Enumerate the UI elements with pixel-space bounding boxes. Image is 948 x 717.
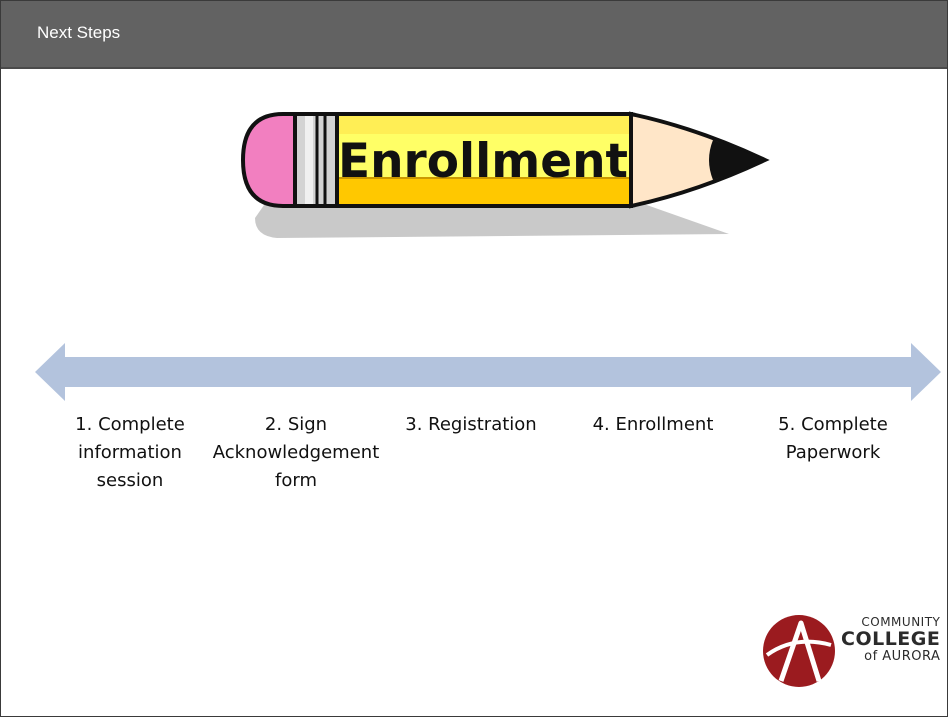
step-3-label: 3. Registration (405, 414, 537, 435)
pencil-graphic: Enrollment (240, 111, 770, 238)
pencil-label: Enrollment (338, 134, 628, 189)
step-1-label: 1. Complete information session (75, 414, 185, 491)
header-bar: Next Steps (1, 1, 947, 69)
logo-line-aurora: of AURORA (864, 649, 941, 664)
step-2-label: 2. Sign Acknowledgement form (212, 414, 380, 491)
logo-line-college: COLLEGE (841, 628, 941, 650)
timeline-arrow (35, 343, 941, 401)
logo-text: COMMUNITY COLLEGE of AURORA (841, 615, 940, 665)
logo-line-community: COMMUNITY (861, 615, 941, 629)
step-4-label: 4. Enrollment (592, 414, 714, 435)
college-logo: COMMUNITY COLLEGE of AURORA (761, 607, 943, 707)
page-title: Next Steps (37, 23, 121, 42)
logo-emblem-icon (763, 615, 835, 687)
step-5-label: 5. Complete Paperwork (778, 414, 888, 463)
